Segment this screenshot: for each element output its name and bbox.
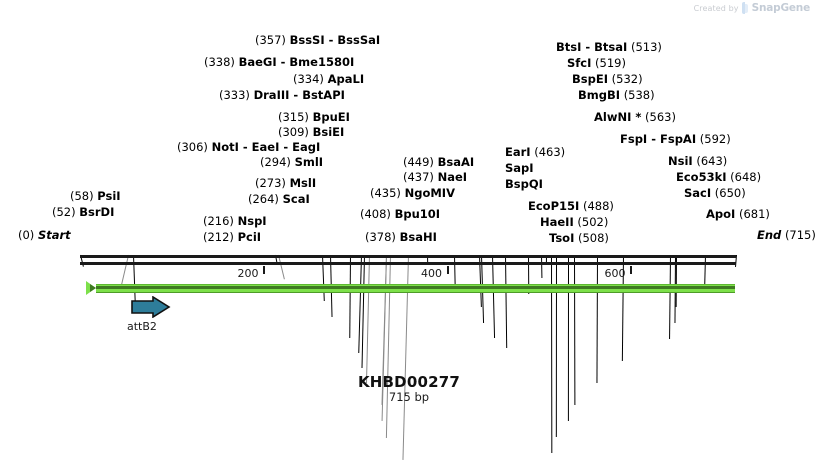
site-label-haeii[interactable]: HaeII (502)	[540, 215, 609, 229]
feature-attb2-arrow[interactable]	[131, 295, 171, 322]
site-label-start[interactable]: (0) Start	[18, 228, 71, 242]
leader-line	[491, 254, 495, 339]
leader-line	[348, 254, 351, 339]
site-label-bspei[interactable]: BspEI (532)	[572, 72, 643, 86]
site-label-bsahi[interactable]: (378) BsaHI	[365, 230, 437, 244]
site-label-sapi[interactable]: SapI	[505, 161, 534, 175]
leader-line	[555, 254, 558, 438]
site-label-bpuei[interactable]: (315) BpuEI	[278, 110, 350, 124]
snapgene-watermark: Created by SnapGene	[694, 2, 810, 14]
site-label-draiii[interactable]: (333) DraIII - BstAPI	[219, 88, 345, 102]
right-arrow-icon	[131, 295, 171, 319]
leader-line	[703, 254, 706, 287]
ruler-tick-label: 200	[237, 267, 259, 280]
leader-line	[668, 254, 671, 340]
ruler-tick	[630, 266, 633, 274]
leader-line	[365, 254, 370, 384]
site-label-bsssi[interactable]: (357) BssSI - BssSaI	[255, 33, 381, 47]
site-label-bsaai[interactable]: (449) BsaAI	[403, 155, 475, 169]
site-label-apali[interactable]: (334) ApaLI	[293, 72, 365, 86]
site-label-btsi[interactable]: BtsI - BtsaI (513)	[556, 40, 662, 54]
watermark-brand: SnapGene	[751, 2, 811, 14]
strand-arrow-core	[96, 286, 735, 289]
leader-line	[454, 254, 456, 287]
site-label-ngomiv[interactable]: (435) NgoMIV	[370, 186, 455, 200]
snapgene-logo-icon	[741, 2, 749, 14]
site-label-alwni[interactable]: AlwNI * (563)	[594, 110, 676, 124]
site-label-eari[interactable]: EarI (463)	[505, 145, 566, 159]
site-label-tsoi[interactable]: TsoI (508)	[549, 231, 609, 245]
leader-line	[504, 254, 507, 348]
site-label-psii[interactable]: (58) PsiI	[70, 189, 121, 203]
site-label-sfci[interactable]: SfcI (519)	[567, 56, 626, 70]
site-label-naei[interactable]: (437) NaeI	[403, 170, 468, 184]
page-subtitle: 715 bp	[388, 390, 430, 404]
sequence-backbone-top	[80, 255, 736, 258]
site-label-ecop15i[interactable]: EcoP15I (488)	[528, 199, 614, 213]
site-label-apoi[interactable]: ApoI (681)	[706, 207, 770, 221]
site-label-eco53ki[interactable]: Eco53kI (648)	[676, 170, 762, 184]
site-label-noti[interactable]: (306) NotI - EaeI - EagI	[177, 140, 321, 154]
site-label-fspi[interactable]: FspI - FspAI (592)	[620, 132, 731, 146]
site-label-scai[interactable]: (264) ScaI	[248, 192, 310, 206]
site-label-bsrdi[interactable]: (52) BsrDI	[52, 205, 115, 219]
site-label-bpu10i[interactable]: (408) Bpu10I	[360, 207, 441, 221]
ruler-tick-label: 600	[604, 267, 626, 280]
sequence-backbone-bottom	[80, 262, 736, 265]
site-label-nsii[interactable]: NsiI (643)	[668, 154, 728, 168]
leader-line	[540, 254, 542, 279]
ruler-tick	[263, 266, 266, 274]
site-label-saci[interactable]: SacI (650)	[684, 186, 746, 200]
site-label-smli[interactable]: (294) SmlI	[260, 155, 324, 169]
ruler-tick	[446, 266, 449, 274]
feature-attb2-label: attB2	[127, 320, 157, 333]
ruler-tick-label: 400	[420, 267, 442, 280]
site-label-bspqi[interactable]: BspQI	[505, 177, 543, 191]
page-title: KHBD00277	[357, 373, 461, 391]
site-label-nspi[interactable]: (216) NspI	[203, 214, 267, 228]
leader-line	[278, 254, 285, 280]
site-label-bmgbi[interactable]: BmgBI (538)	[578, 88, 655, 102]
site-label-bsiei[interactable]: (309) BsiEI	[278, 125, 345, 139]
site-label-pcii[interactable]: (212) PciI	[203, 230, 262, 244]
site-label-end[interactable]: End (715)	[757, 228, 816, 242]
restriction-map-canvas: Created by SnapGene (357) BssSI - BssSaI…	[18, 2, 816, 460]
site-label-baegi[interactable]: (338) BaeGI - Bme1580I	[204, 55, 355, 69]
watermark-prefix: Created by	[693, 3, 739, 13]
leader-line	[595, 254, 598, 384]
site-label-msli[interactable]: (273) MslI	[255, 176, 317, 190]
